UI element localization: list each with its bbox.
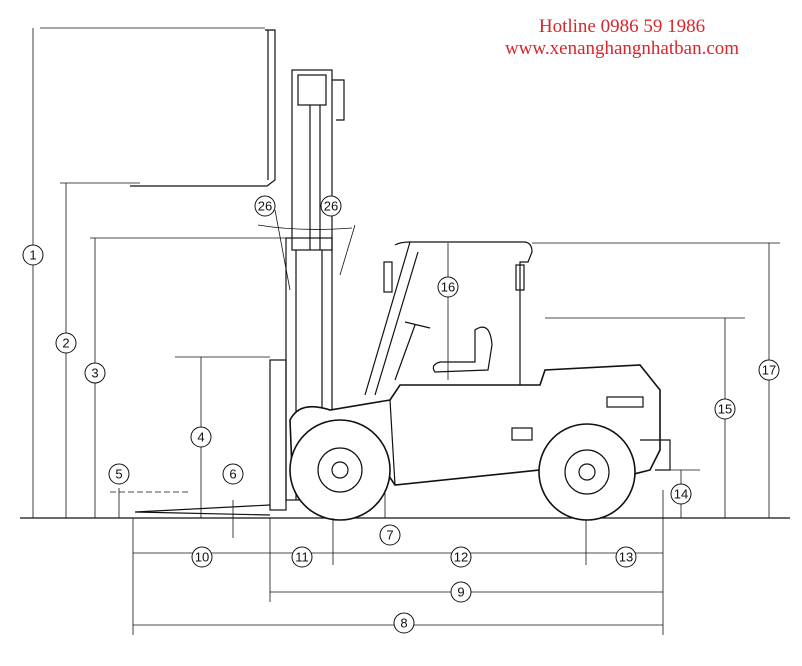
svg-text:12: 12 (454, 550, 468, 565)
svg-text:3: 3 (91, 366, 98, 381)
svg-text:5: 5 (115, 467, 122, 482)
svg-text:1: 1 (29, 248, 36, 263)
dim-label-4: 4 (190, 426, 212, 448)
svg-text:17: 17 (762, 363, 776, 378)
dim-label-10: 10 (191, 546, 213, 568)
svg-text:7: 7 (386, 528, 393, 543)
dim-label-17: 17 (758, 359, 780, 381)
svg-text:8: 8 (400, 616, 407, 631)
dim-label-11: 11 (291, 546, 313, 568)
dim-label-3: 3 (84, 362, 106, 384)
dim-label-16: 16 (437, 276, 459, 298)
hotline-banner: Hotline 0986 59 1986 www.xenanghangnhatb… (480, 16, 764, 60)
svg-text:2: 2 (62, 336, 69, 351)
dim-label-9: 9 (450, 581, 472, 603)
dim-label-6: 6 (222, 463, 244, 485)
dim-label-26-backward: 26 (320, 195, 342, 217)
svg-text:26: 26 (324, 199, 338, 214)
dim-label-1: 1 (22, 244, 44, 266)
svg-text:16: 16 (441, 280, 455, 295)
website-text: www.xenanghangnhatban.com (504, 38, 740, 59)
dim-label-8: 8 (393, 612, 415, 634)
dim-label-14: 14 (670, 483, 692, 505)
dim-label-12: 12 (450, 546, 472, 568)
dim-label-13: 13 (615, 546, 637, 568)
svg-text:4: 4 (197, 430, 204, 445)
svg-text:14: 14 (674, 487, 688, 502)
front-wheel (289, 419, 391, 521)
rear-wheel (538, 423, 636, 521)
dimension-lines (32, 28, 770, 635)
dim-label-2: 2 (55, 332, 77, 354)
forklift-drawing (40, 27, 780, 521)
svg-text:26: 26 (258, 199, 272, 214)
dim-label-7: 7 (379, 524, 401, 546)
dim-label-5: 5 (108, 463, 130, 485)
svg-text:13: 13 (619, 550, 633, 565)
dimension-markers: 1 2 3 4 5 6 7 8 9 10 11 12 13 14 15 16 1… (22, 195, 780, 634)
svg-text:15: 15 (718, 402, 732, 417)
svg-text:6: 6 (229, 467, 236, 482)
hotline-text: Hotline 0986 59 1986 (538, 16, 706, 37)
svg-text:10: 10 (195, 550, 209, 565)
svg-text:11: 11 (295, 550, 309, 565)
svg-text:9: 9 (457, 585, 464, 600)
dim-label-15: 15 (714, 398, 736, 420)
dim-label-26-forward: 26 (254, 195, 276, 217)
